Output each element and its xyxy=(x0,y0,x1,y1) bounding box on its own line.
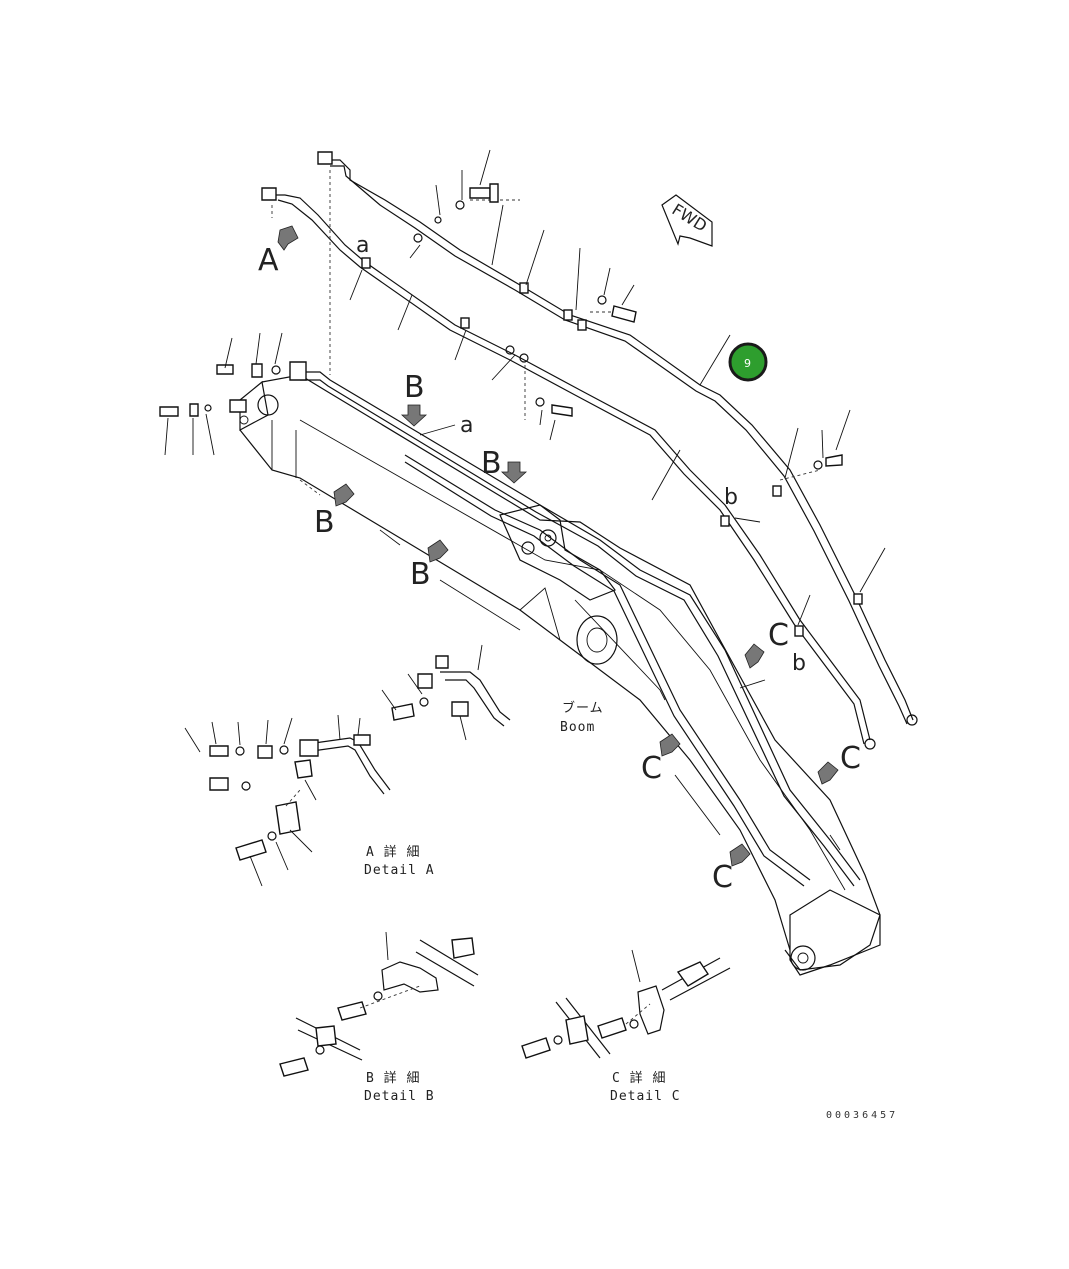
detail-c-drawing xyxy=(521,949,731,1059)
section-arrows xyxy=(277,225,839,867)
view-label-c1: C xyxy=(768,618,789,653)
view-arrow-c1 xyxy=(744,643,765,669)
view-labels: A B B B B C C C C a a b b xyxy=(258,233,861,895)
small-label-b2: b xyxy=(792,651,806,676)
detail-b-drawing xyxy=(279,931,479,1077)
view-arrow-c2 xyxy=(659,733,681,757)
detail-a-drawing xyxy=(184,644,511,887)
detail-c-en: Detail C xyxy=(610,1089,681,1104)
small-label-b1: b xyxy=(724,485,738,510)
view-arrow-c4 xyxy=(729,843,751,867)
leader-lines xyxy=(164,149,886,689)
small-label-a1: a xyxy=(356,233,369,258)
upper-pipes xyxy=(261,151,918,750)
detail-b-en: Detail B xyxy=(364,1089,435,1104)
view-label-c4: C xyxy=(712,860,733,895)
detail-a-jp: A 詳 細 xyxy=(366,844,420,860)
callout-badge-circle xyxy=(728,342,768,382)
boom-body xyxy=(239,374,881,976)
detail-c-jp: C 詳 細 xyxy=(612,1070,666,1086)
view-label-b1: B xyxy=(404,370,425,405)
fwd-arrow: FWD xyxy=(661,194,713,247)
view-label-a: A xyxy=(258,243,279,278)
small-label-a2: a xyxy=(460,413,473,438)
view-arrow-b2 xyxy=(500,461,528,484)
callout-badge-label: 9 xyxy=(744,357,751,370)
view-arrow-a xyxy=(277,225,299,251)
assembly-lines xyxy=(271,170,821,496)
view-arrow-c3 xyxy=(817,761,839,785)
boom-label-jp: ブーム xyxy=(562,700,604,716)
detail-a-en: Detail A xyxy=(364,863,435,878)
view-arrow-b1 xyxy=(400,404,428,427)
view-label-c2: C xyxy=(641,751,662,786)
view-label-b3: B xyxy=(314,505,335,540)
view-arrow-b3 xyxy=(333,483,355,507)
view-arrow-b4 xyxy=(427,539,449,563)
view-label-c3: C xyxy=(840,741,861,776)
view-label-b4: B xyxy=(410,557,431,592)
detail-b-jp: B 詳 細 xyxy=(366,1070,420,1086)
drawing-id: 00036457 xyxy=(826,1110,898,1121)
hardware-top xyxy=(159,183,843,470)
callout-badge-9[interactable]: 9 xyxy=(728,342,768,382)
view-label-b2: B xyxy=(481,446,502,481)
boom-label-en: Boom xyxy=(560,720,595,735)
boom-pipes xyxy=(300,371,861,887)
